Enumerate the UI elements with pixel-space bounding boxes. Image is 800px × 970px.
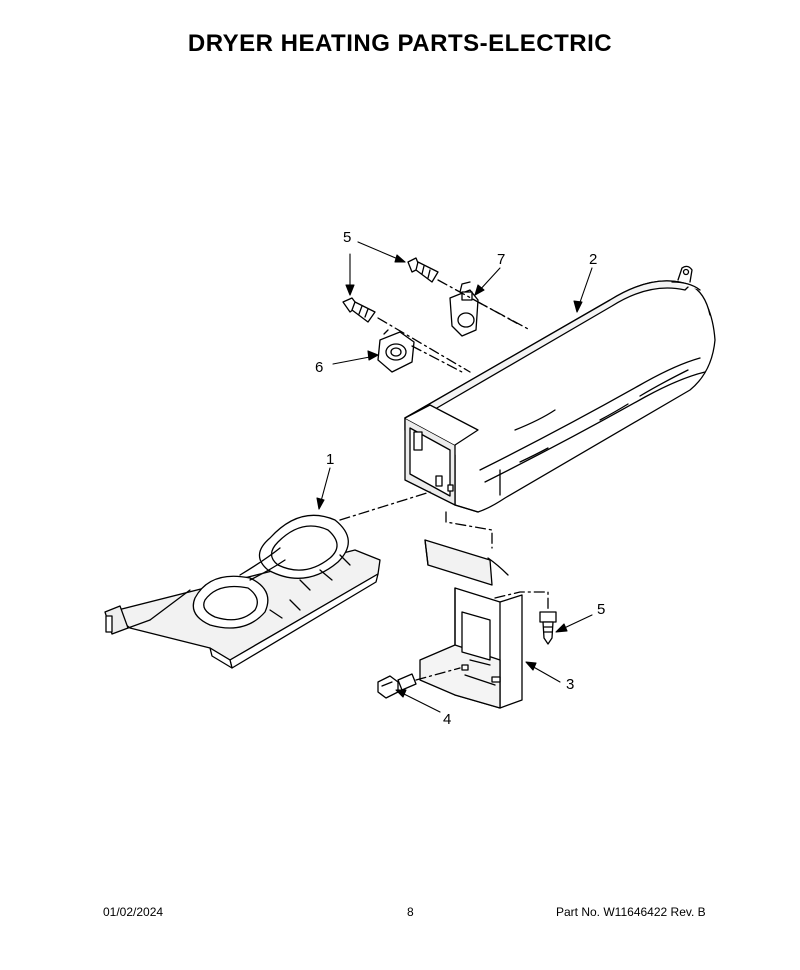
- callout-1: 1: [326, 451, 334, 468]
- mounting-bracket-part: [419, 539, 523, 709]
- assembly-lines: [339, 279, 549, 681]
- heater-housing-part: [404, 265, 716, 513]
- footer-date: 01/02/2024: [103, 905, 164, 919]
- part-number: W11646422: [603, 905, 668, 919]
- callout-5-top: 5: [343, 229, 351, 246]
- leader-arrows: [316, 241, 593, 713]
- callout-2: 2: [589, 251, 597, 268]
- rev-label: Rev.: [670, 905, 695, 919]
- footer-part-info: Part No. W11646422 Rev. B: [556, 905, 706, 919]
- callout-6: 6: [315, 359, 323, 376]
- thermal-fuse-part-7: [449, 281, 479, 337]
- heating-element-part: [104, 514, 381, 669]
- footer-page-number: 8: [407, 905, 414, 919]
- callout-3: 3: [566, 676, 574, 693]
- callout-4: 4: [443, 711, 451, 728]
- screw-part-5-left: [342, 297, 376, 323]
- thermostat-part-6: [377, 329, 415, 373]
- screw-part-5-top: [407, 257, 439, 283]
- hex-screw-part-4: [377, 673, 417, 699]
- part-label: Part No.: [556, 905, 601, 919]
- callout-5-right: 5: [597, 601, 605, 618]
- callout-7: 7: [497, 251, 505, 268]
- screw-part-5-right: [539, 611, 557, 645]
- page-title: DRYER HEATING PARTS-ELECTRIC: [187, 30, 613, 57]
- rev-value: B: [697, 905, 706, 919]
